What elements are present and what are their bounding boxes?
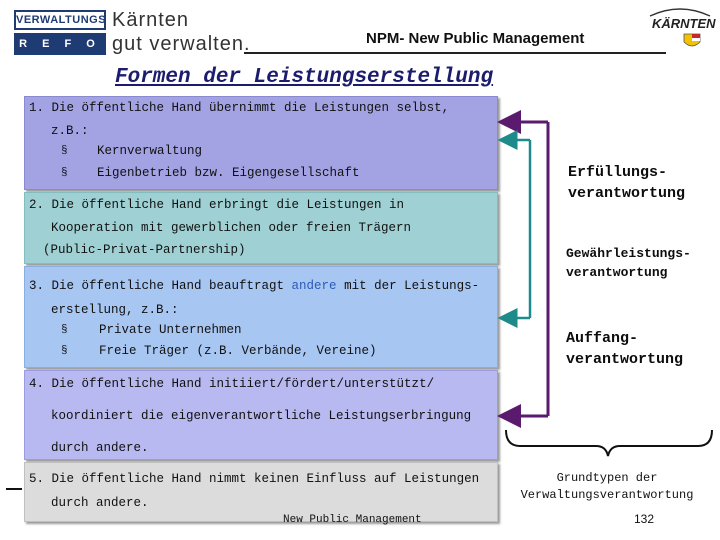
box1-bullet-2: Eigenbetrieb bzw. Eigengesellschaft: [97, 166, 360, 180]
gewaehr-line-1: Gewährleistungs-: [566, 246, 691, 261]
box5-line-2: durch andere.: [51, 496, 149, 510]
box2-line-3: (Public-Privat-Partnership): [43, 243, 246, 257]
box4-line-3: durch andere.: [51, 441, 149, 455]
form-box-1: 1. Die öffentliche Hand übernimmt die Le…: [24, 96, 498, 190]
label-gewaehrleistungsverantwortung: Gewährleistungs- verantwortung: [566, 244, 691, 282]
box3-bullet-2: Freie Träger (z.B. Verbände, Vereine): [99, 344, 377, 358]
form-box-2: 2. Die öffentliche Hand erbringt die Lei…: [24, 192, 498, 264]
slogan-line-1: Kärnten: [112, 9, 190, 31]
header-divider: [244, 52, 666, 54]
label-auffangverantwortung: Auffang- verantwortung: [566, 328, 683, 370]
erfuellung-line-2: verantwortung: [568, 185, 686, 202]
box3-line-1: 3. Die öffentliche Hand beauftragt ander…: [29, 279, 479, 293]
box5-line-1: 5. Die öffentliche Hand nimmt keinen Ein…: [29, 472, 480, 486]
header-title: NPM- New Public Management: [366, 30, 585, 47]
box1-bullet-1: Kernverwaltung: [97, 144, 203, 158]
form-box-5: 5. Die öffentliche Hand nimmt keinen Ein…: [24, 462, 498, 522]
box3-bullet-1: Private Unternehmen: [99, 323, 242, 337]
page-title: Formen der Leistungserstellung: [115, 66, 494, 89]
box2-line-1: 2. Die öffentliche Hand erbringt die Lei…: [29, 198, 405, 212]
curly-brace: [505, 429, 713, 457]
kaernten-coat-of-arms-logo: KÄRNTEN: [649, 8, 716, 47]
erfuellung-line-1: Erfüllungs-: [568, 164, 668, 181]
page-number: 132: [634, 512, 655, 526]
bullet-icon: §: [61, 345, 68, 357]
bullet-icon: §: [61, 324, 68, 336]
slogan: Kärnten gut verwalten.: [112, 8, 251, 56]
bullet-icon: §: [61, 167, 68, 179]
form-box-3: 3. Die öffentliche Hand beauftragt ander…: [24, 266, 498, 368]
form-box-4: 4. Die öffentliche Hand initiiert/förder…: [24, 370, 498, 460]
box1-line-1: 1. Die öffentliche Hand übernimmt die Le…: [29, 101, 450, 115]
box3-line-1-prefix: 3. Die öffentliche Hand beauftragt: [29, 279, 292, 293]
box1-line-2: z.B.:: [51, 124, 89, 138]
box4-line-1: 4. Die öffentliche Hand initiiert/förder…: [29, 377, 435, 391]
caption-grundtypen: Grundtypen der Verwaltungsverantwortung: [502, 470, 712, 504]
auffang-line-2: verantwortung: [566, 351, 684, 368]
gewaehr-line-2: verantwortung: [566, 265, 668, 280]
bullet-icon: §: [61, 145, 68, 157]
logo-line-2: R E F O R M: [14, 33, 106, 70]
box2-line-2: Kooperation mit gewerblichen oder freien…: [51, 221, 412, 235]
kaernten-logo-text: KÄRNTEN: [652, 16, 716, 31]
box3-line-1-suffix: mit der Leistungs-: [336, 279, 480, 293]
box3-highlight-word: andere: [291, 279, 337, 293]
caption-line-1: Grundtypen der: [556, 471, 658, 485]
caption-line-2: Verwaltungsverantwortung: [520, 488, 694, 502]
auffang-line-1: Auffang-: [566, 330, 639, 347]
footer-text: New Public Management: [283, 514, 422, 526]
label-erfuellungsverantwortung: Erfüllungs- verantwortung: [568, 162, 685, 204]
slogan-line-2: gut verwalten.: [112, 33, 251, 55]
logo-line-1: VERWALTUNGS: [14, 10, 106, 30]
box3-line-2: erstellung, z.B.:: [51, 303, 179, 317]
verwaltungsreform-logo: VERWALTUNGS R E F O R M: [14, 10, 106, 70]
box4-line-2: koordiniert die eigenverantwortliche Lei…: [51, 409, 472, 423]
gewaehrleistung-arrow: [497, 130, 532, 328]
erfuellung-arrow: [497, 110, 550, 428]
